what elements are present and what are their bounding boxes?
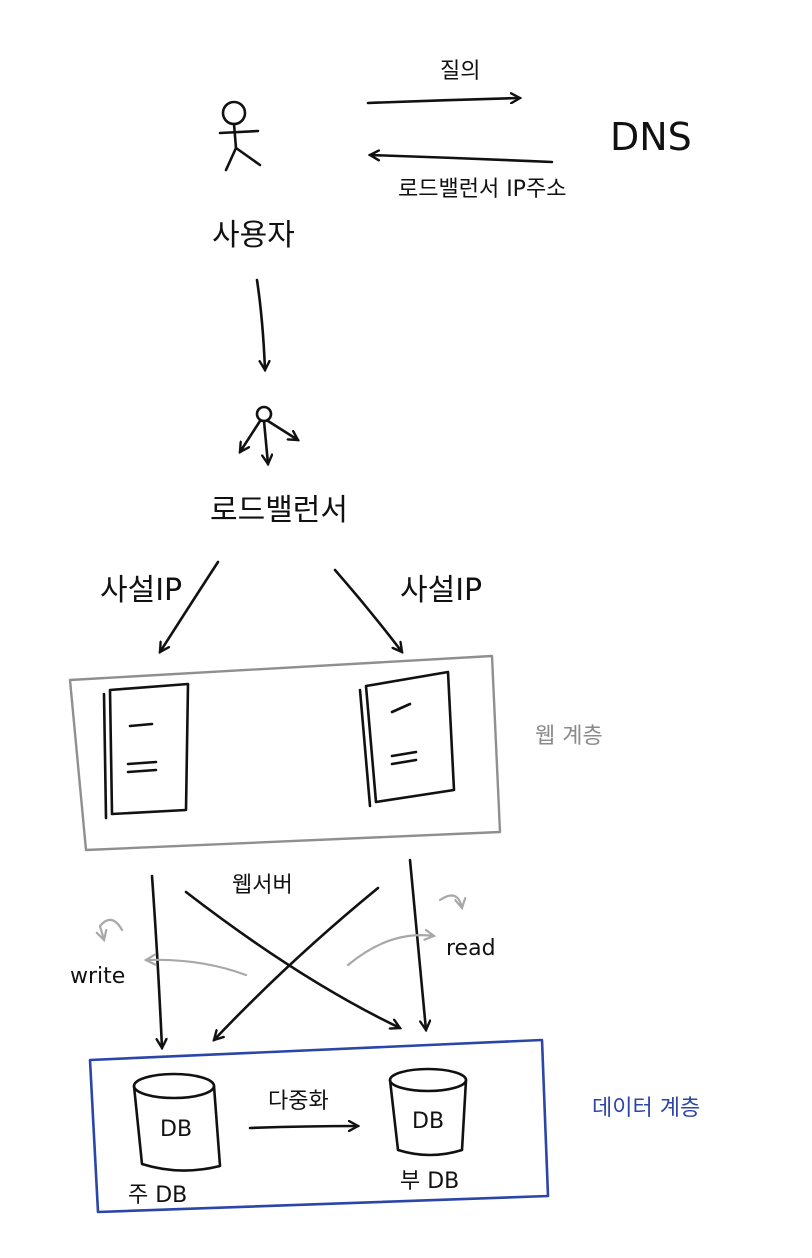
primary-db-label: 주 DB <box>128 1183 187 1208</box>
left-server-to-primary-arrow <box>150 874 162 1048</box>
data-tier-box <box>88 1038 550 1214</box>
write-label: write <box>70 964 125 989</box>
load-balancer-label: 로드밸런서 <box>210 493 348 528</box>
private-ip-left-label: 사설IP <box>100 573 182 608</box>
private-ip-left-arrow <box>160 560 220 652</box>
web-tier-label: 웹 계층 <box>535 724 603 749</box>
private-ip-right-arrow <box>333 568 402 652</box>
user-figure-icon <box>218 100 262 172</box>
right-server-to-replica-arrow <box>408 858 426 1030</box>
write-curl-icon <box>100 918 124 940</box>
user-label: 사용자 <box>212 218 295 253</box>
replication-label: 다중화 <box>268 1089 329 1114</box>
replica-db-label: 부 DB <box>400 1169 459 1194</box>
response-arrow <box>370 155 554 164</box>
load-balancer-icon <box>240 405 298 464</box>
private-ip-right-label: 사설IP <box>400 573 482 608</box>
write-arrow <box>146 960 248 977</box>
primary-db-icon <box>132 1072 222 1172</box>
right-server-to-primary-arrow <box>214 886 380 1040</box>
web-server-label: 웹서버 <box>232 873 293 898</box>
web-tier-box <box>68 654 502 852</box>
dns-label: DNS <box>610 115 692 159</box>
user-to-lb-arrow <box>255 278 265 370</box>
web-server-left-icon <box>102 682 190 820</box>
query-label: 질의 <box>440 59 480 84</box>
read-curl-icon <box>438 894 462 909</box>
read-arrow <box>346 935 434 967</box>
primary-db-text: DB <box>160 1117 192 1142</box>
left-server-to-replica-arrow <box>184 890 400 1028</box>
data-tier-label: 데이터 계층 <box>592 1096 700 1121</box>
replica-db-text: DB <box>412 1109 444 1134</box>
response-label: 로드밸런서 IP주소 <box>398 177 566 202</box>
replica-db-icon <box>388 1067 468 1157</box>
replication-arrow <box>248 1126 358 1128</box>
query-arrow <box>366 98 520 105</box>
web-server-right-icon <box>358 670 456 808</box>
read-label: read <box>446 936 496 961</box>
